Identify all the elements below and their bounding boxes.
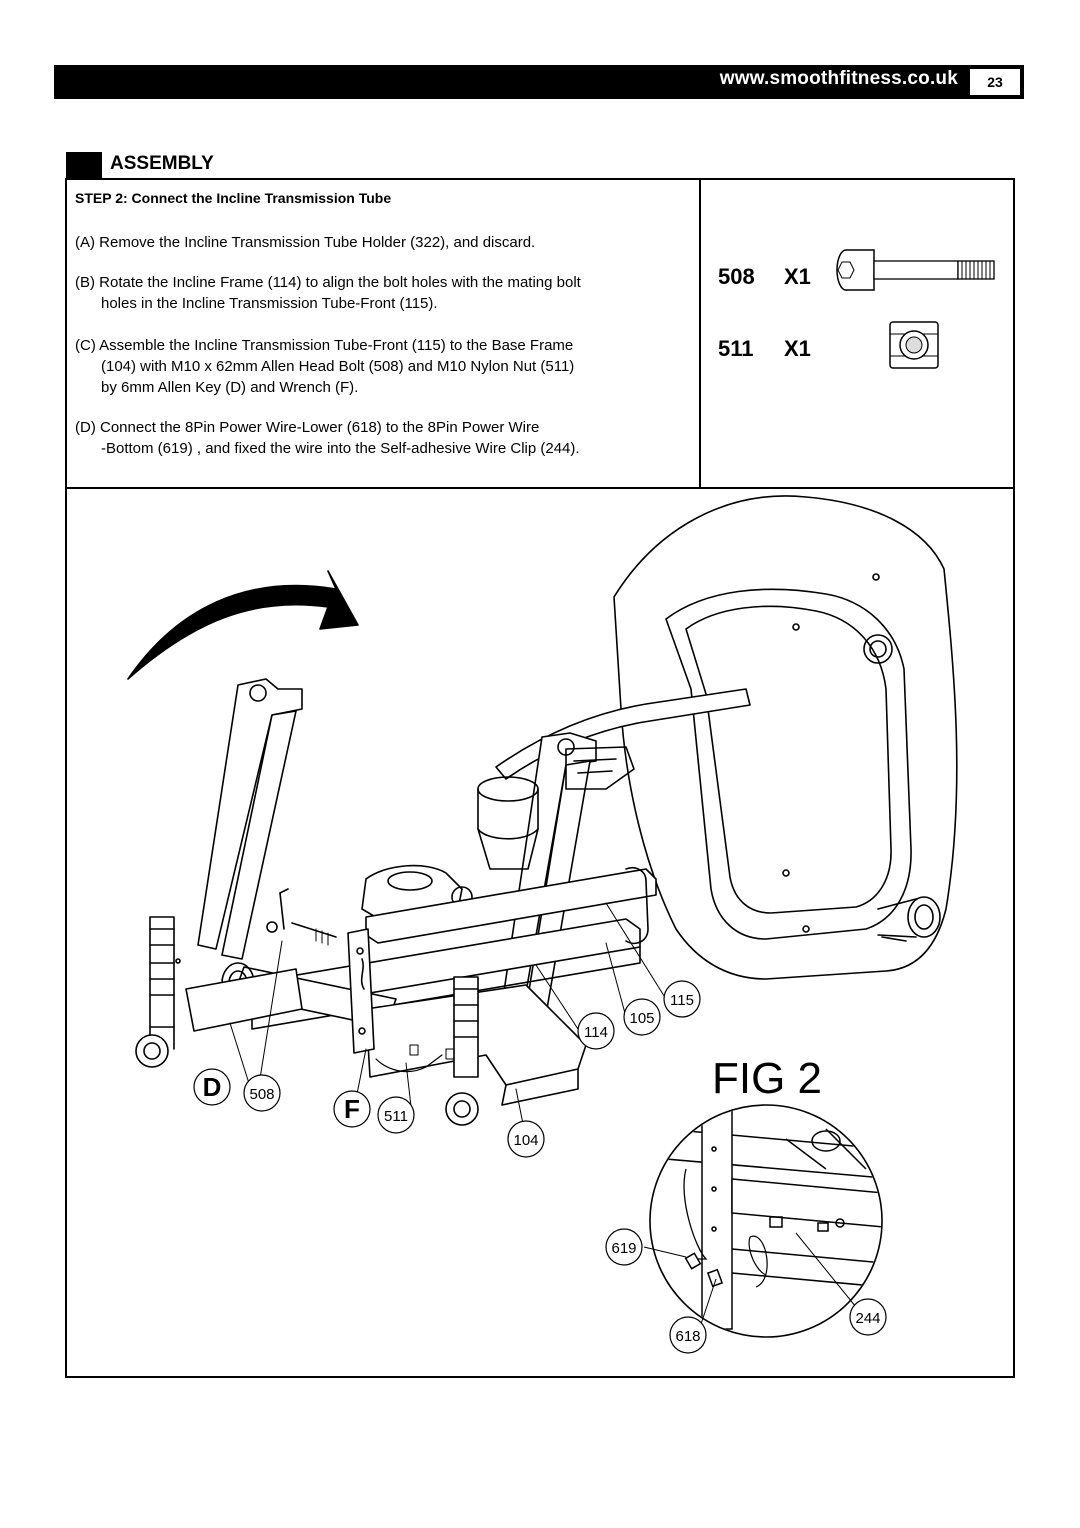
instruction-c: (C) Assemble the Incline Transmission Tu…: [75, 335, 690, 398]
frame-divider-horizontal: [65, 487, 1015, 489]
instruction-b: (B) Rotate the Incline Frame (114) to al…: [75, 272, 690, 314]
callout-244: 244: [855, 1310, 880, 1327]
instruction-c-line3: by 6mm Allen Key (D) and Wrench (F).: [101, 379, 359, 396]
upper-pivot-bracket: [565, 746, 635, 790]
right-wheel: [445, 1092, 479, 1126]
tool-label-allen-key: D: [203, 1072, 222, 1102]
callout-105: 105: [629, 1010, 654, 1027]
step-heading: : Connect the Incline Transmission Tube: [123, 190, 392, 206]
instruction-c-line1: (C) Assemble the Incline Transmission Tu…: [75, 337, 574, 354]
assembly-diagram: 115 105 114 104 508 511 D F FIG 2: [127, 495, 958, 1354]
left-level-post: [149, 916, 175, 1028]
frame-divider-vertical: [699, 178, 701, 488]
instruction-c-line2: (104) with M10 x 62mm Allen Head Bolt (5…: [101, 358, 575, 375]
step-title: STEP 2: Connect the Incline Transmission…: [75, 190, 391, 206]
part-508-id: 508: [718, 264, 755, 289]
left-wheel: [135, 1034, 169, 1068]
allen-key-handle: [279, 892, 285, 930]
detail-inset: 619 618 244: [605, 1104, 887, 1354]
instruction-b-line1: (B) Rotate the Incline Frame (114) to al…: [75, 274, 581, 291]
callout-618: 618: [675, 1328, 700, 1345]
console-inner-panel: [685, 605, 892, 914]
rear-wheel-cap: [907, 896, 941, 938]
page-number: 23: [969, 68, 1021, 96]
part-508-qty: X1: [784, 264, 811, 289]
instruction-d-line2: -Bottom (619) , and fixed the wire into …: [101, 440, 580, 457]
console-hub: [863, 634, 893, 664]
callout-115: 115: [670, 992, 694, 1009]
tool-label-wrench: F: [344, 1094, 360, 1124]
part-511-qty: X1: [784, 336, 811, 361]
section-title: ASSEMBLY: [110, 153, 214, 174]
callout-619: 619: [611, 1240, 636, 1257]
callout-104: 104: [513, 1132, 538, 1149]
motor-housing-top: [477, 776, 539, 802]
section-marker: [66, 152, 102, 178]
callout-511: 511: [384, 1108, 408, 1125]
figure-label: FIG 2: [712, 1054, 822, 1103]
bolt-508-shaft: [291, 922, 337, 938]
bolt-icon: [836, 249, 995, 291]
callout-114: 114: [584, 1024, 608, 1041]
instruction-a-text: (A) Remove the Incline Transmission Tube…: [75, 234, 536, 251]
step-number: STEP 2: [75, 190, 123, 206]
nut-icon: [889, 321, 939, 369]
step-frame: [65, 178, 1015, 1378]
instruction-d: (D) Connect the 8Pin Power Wire-Lower (6…: [75, 417, 690, 459]
front-stabilizer: [185, 968, 303, 1032]
instruction-d-line1: (D) Connect the 8Pin Power Wire-Lower (6…: [75, 419, 540, 436]
instruction-a: (A) Remove the Incline Transmission Tube…: [75, 232, 690, 253]
instruction-b-line2: holes in the Incline Transmission Tube-F…: [101, 295, 438, 312]
header-bar: www.smoothfitness.co.uk 23: [54, 65, 1024, 99]
mid-bracket: [347, 928, 375, 1054]
right-level-post: [453, 976, 479, 1078]
rotation-arrow-icon: [127, 570, 359, 680]
part-511-id: 511: [718, 336, 754, 361]
left-incline-arm: [197, 678, 303, 950]
callout-508: 508: [249, 1086, 274, 1103]
website-url: www.smoothfitness.co.uk: [719, 68, 958, 89]
